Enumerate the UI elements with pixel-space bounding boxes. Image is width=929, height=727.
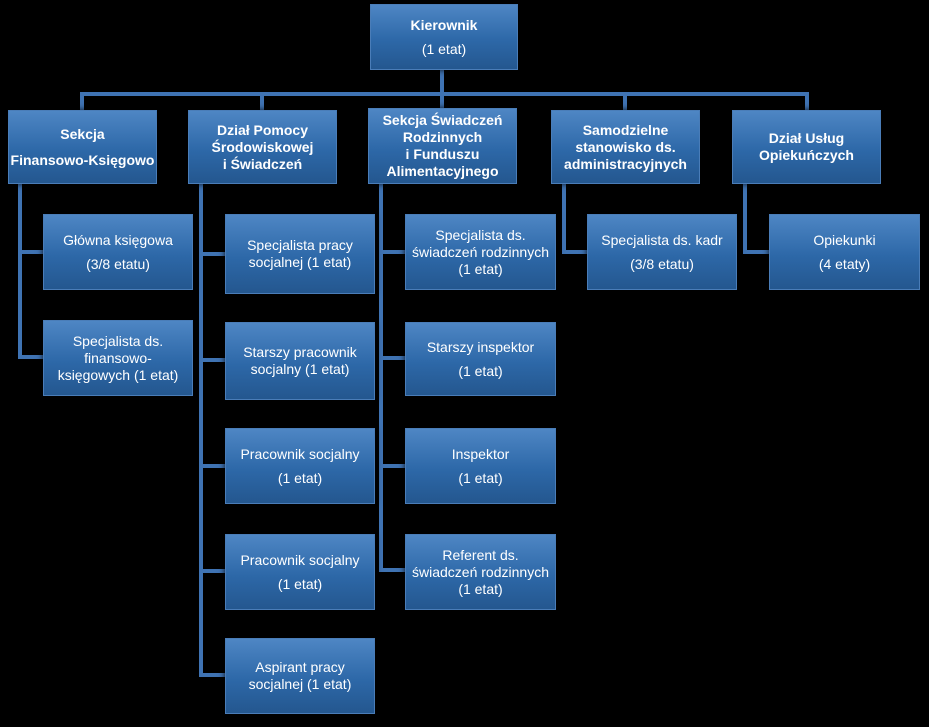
box-section-3-item-4: Referent ds. świadczeń rodzinnych (1 eta… — [405, 534, 556, 610]
box-detail: (1 etat) — [421, 40, 467, 57]
box-detail: (1 etat) — [277, 469, 323, 486]
box-detail: (1 etat) — [277, 575, 323, 592]
box-title: Sekcja Świadczeń Rodzinnych i Funduszu A… — [382, 112, 503, 179]
box-title: Pracownik socjalny — [240, 551, 360, 568]
box-kierownik: Kierownik (1 etat) — [370, 4, 518, 70]
box-title: Kierownik — [410, 16, 478, 33]
box-title: Samodzielne stanowisko ds. administracyj… — [564, 121, 687, 172]
box-detail: (3/8 etatu) — [630, 255, 694, 272]
box-detail: (1 etat) — [458, 362, 503, 379]
box-section-4-item-1: Specjalista ds. kadr (3/8 etatu) — [587, 214, 737, 290]
box-title: Specjalista ds. świadczeń rodzinnych (1 … — [412, 226, 549, 277]
box-detail: (3/8 etatu) — [86, 255, 150, 272]
box-title: Specjalista pracy socjalnej (1 etat) — [247, 237, 353, 270]
box-title: Dział Usług Opiekuńczych — [759, 130, 854, 163]
box-title: Główna księgowa — [63, 231, 173, 248]
box-section-1: Sekcja Finansowo-Księgowo — [8, 110, 157, 184]
box-section-2-item-3: Pracownik socjalny (1 etat) — [225, 428, 375, 504]
box-detail: (4 etaty) — [818, 255, 871, 272]
box-title: Sekcja Finansowo-Księgowo — [10, 126, 155, 168]
box-title: Opiekunki — [813, 231, 876, 248]
box-title: Aspirant pracy socjalnej (1 etat) — [248, 659, 352, 692]
box-title: Starszy pracownik socjalny (1 etat) — [243, 344, 357, 377]
box-title: Specjalista ds. kadr — [601, 231, 723, 248]
box-section-3-item-1: Specjalista ds. świadczeń rodzinnych (1 … — [405, 214, 556, 290]
box-section-2-item-2: Starszy pracownik socjalny (1 etat) — [225, 322, 375, 400]
box-section-2-item-1: Specjalista pracy socjalnej (1 etat) — [225, 214, 375, 294]
box-title: Dział Pomocy Środowiskowej i Świadczeń — [211, 121, 314, 172]
box-section-4: Samodzielne stanowisko ds. administracyj… — [551, 110, 700, 184]
box-section-3: Sekcja Świadczeń Rodzinnych i Funduszu A… — [368, 108, 517, 184]
box-title: Starszy inspektor — [426, 338, 535, 355]
box-title: Inspektor — [451, 445, 510, 462]
box-title: Specjalista ds. finansowo- księgowych (1… — [57, 332, 179, 383]
box-detail: (1 etat) — [458, 469, 503, 486]
box-section-1-item-2: Specjalista ds. finansowo- księgowych (1… — [43, 320, 193, 396]
box-section-1-item-1: Główna księgowa (3/8 etatu) — [43, 214, 193, 290]
box-section-2-item-4: Pracownik socjalny (1 etat) — [225, 534, 375, 610]
box-section-3-item-2: Starszy inspektor (1 etat) — [405, 322, 556, 396]
box-section-3-item-3: Inspektor (1 etat) — [405, 428, 556, 504]
box-section-2-item-5: Aspirant pracy socjalnej (1 etat) — [225, 638, 375, 714]
box-section-5-item-1: Opiekunki (4 etaty) — [769, 214, 920, 290]
box-section-5: Dział Usług Opiekuńczych — [732, 110, 881, 184]
box-title: Pracownik socjalny — [240, 445, 360, 462]
box-section-2: Dział Pomocy Środowiskowej i Świadczeń — [188, 110, 337, 184]
box-title: Referent ds. świadczeń rodzinnych (1 eta… — [412, 546, 549, 597]
